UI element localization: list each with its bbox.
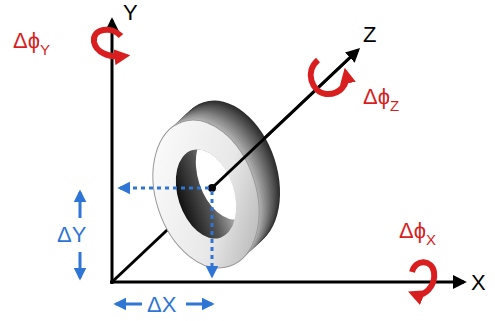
- rotation-subscript: Y: [39, 42, 51, 57]
- dimension-label: ΔX: [146, 294, 177, 316]
- center-dot: [208, 184, 216, 192]
- label-holder: Y: [39, 41, 51, 59]
- label-holder: ΔY: [56, 224, 87, 246]
- label-holder: Z: [362, 24, 377, 46]
- rotation-subscript: X: [425, 232, 437, 247]
- y-projection: [211, 191, 214, 276]
- z-axis: [112, 50, 358, 282]
- z-axis-front: [212, 50, 358, 188]
- label-holder: Δϕ: [362, 86, 391, 108]
- dimension-label: ΔY: [56, 224, 87, 246]
- axis-label: X: [470, 272, 487, 294]
- label-holder: Δϕ: [12, 30, 41, 52]
- rotation-arrow-y: [94, 30, 124, 57]
- rotation-label: Δϕ: [362, 86, 391, 108]
- axis-label: Y: [122, 2, 139, 24]
- label-holder: Z: [389, 97, 400, 115]
- rotation-arrow-z: [311, 60, 347, 94]
- rotation-label: Δϕ: [12, 30, 41, 52]
- label-holder: X: [470, 272, 487, 294]
- dy-arrow-down: [79, 252, 82, 278]
- dx-arrow-right: [186, 303, 212, 306]
- label-holder: Y: [122, 2, 139, 24]
- axis-label: Z: [362, 24, 377, 46]
- x-projection: [120, 187, 209, 190]
- dx-arrow-left: [116, 303, 142, 306]
- label-holder: ΔX: [146, 294, 177, 316]
- rotation-label: Δϕ: [398, 220, 427, 242]
- label-holder: Δϕ: [398, 220, 427, 242]
- rotation-arrow-x: [412, 262, 434, 295]
- ring-face: [135, 106, 277, 281]
- x-axis: [110, 281, 464, 284]
- ring-layer: [135, 106, 277, 281]
- dy-arrow-up: [79, 192, 82, 218]
- label-holder: X: [425, 231, 437, 249]
- y-axis: [111, 20, 114, 284]
- rotation-subscript: Z: [389, 98, 400, 113]
